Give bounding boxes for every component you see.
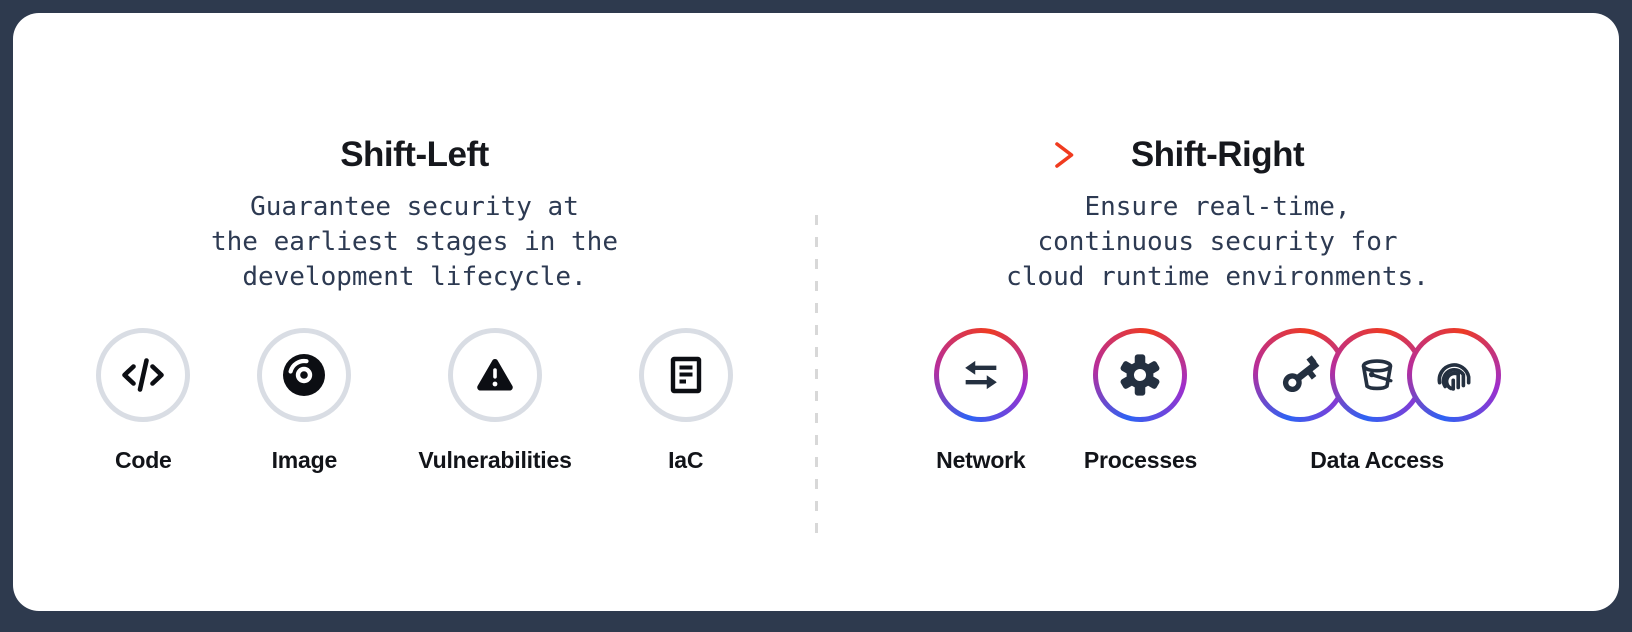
dashed-divider: [814, 215, 818, 537]
bucket-icon: [1330, 328, 1425, 422]
shift-right-description: Ensure real-time, continuous security fo…: [1006, 192, 1429, 292]
gear-icon: [1093, 328, 1188, 422]
fingerprint-icon: [1407, 328, 1502, 422]
shift-left-icons-row: Code Image: [96, 328, 733, 474]
processes-label: Processes: [1083, 447, 1198, 473]
shift-left-column: Shift-Left Guarantee security at the ear…: [13, 13, 816, 611]
shift-right-column: Shift-Right Ensure real-time, continuous…: [816, 13, 1619, 611]
shift-left-description: Guarantee security at the earliest stage…: [211, 192, 618, 292]
vulnerabilities-label: Vulnerabilities: [418, 447, 572, 473]
data-access-label: Data Access: [1310, 447, 1445, 473]
shift-left-right-card: Shift-Left Guarantee security at the ear…: [13, 13, 1619, 611]
data-access-item: Data Access: [1253, 328, 1502, 474]
processes-item: Processes: [1084, 328, 1197, 474]
shift-right-title: Shift-Right: [1130, 135, 1305, 174]
data-access-icon-group: [1253, 328, 1502, 422]
container-image-disc-icon: [257, 328, 352, 422]
shift-right-icons-row: Network: [933, 328, 1502, 474]
document-lines-icon: [638, 328, 733, 422]
iac-item: IaC: [638, 328, 733, 474]
shift-left-title: Shift-Left: [340, 135, 489, 174]
code-label: Code: [114, 447, 172, 473]
network-label: Network: [936, 447, 1026, 473]
image-item: Image: [257, 328, 352, 474]
code-item: Code: [96, 328, 191, 474]
iac-label: IaC: [668, 447, 704, 473]
code-icon: [96, 328, 191, 422]
network-arrows-icon: [933, 328, 1028, 422]
warning-triangle-icon: [448, 328, 542, 422]
gradient-arrow: [544, 142, 1074, 168]
vulnerabilities-item: Vulnerabilities: [418, 328, 572, 474]
network-item: Network: [933, 328, 1028, 474]
image-label: Image: [271, 447, 338, 473]
